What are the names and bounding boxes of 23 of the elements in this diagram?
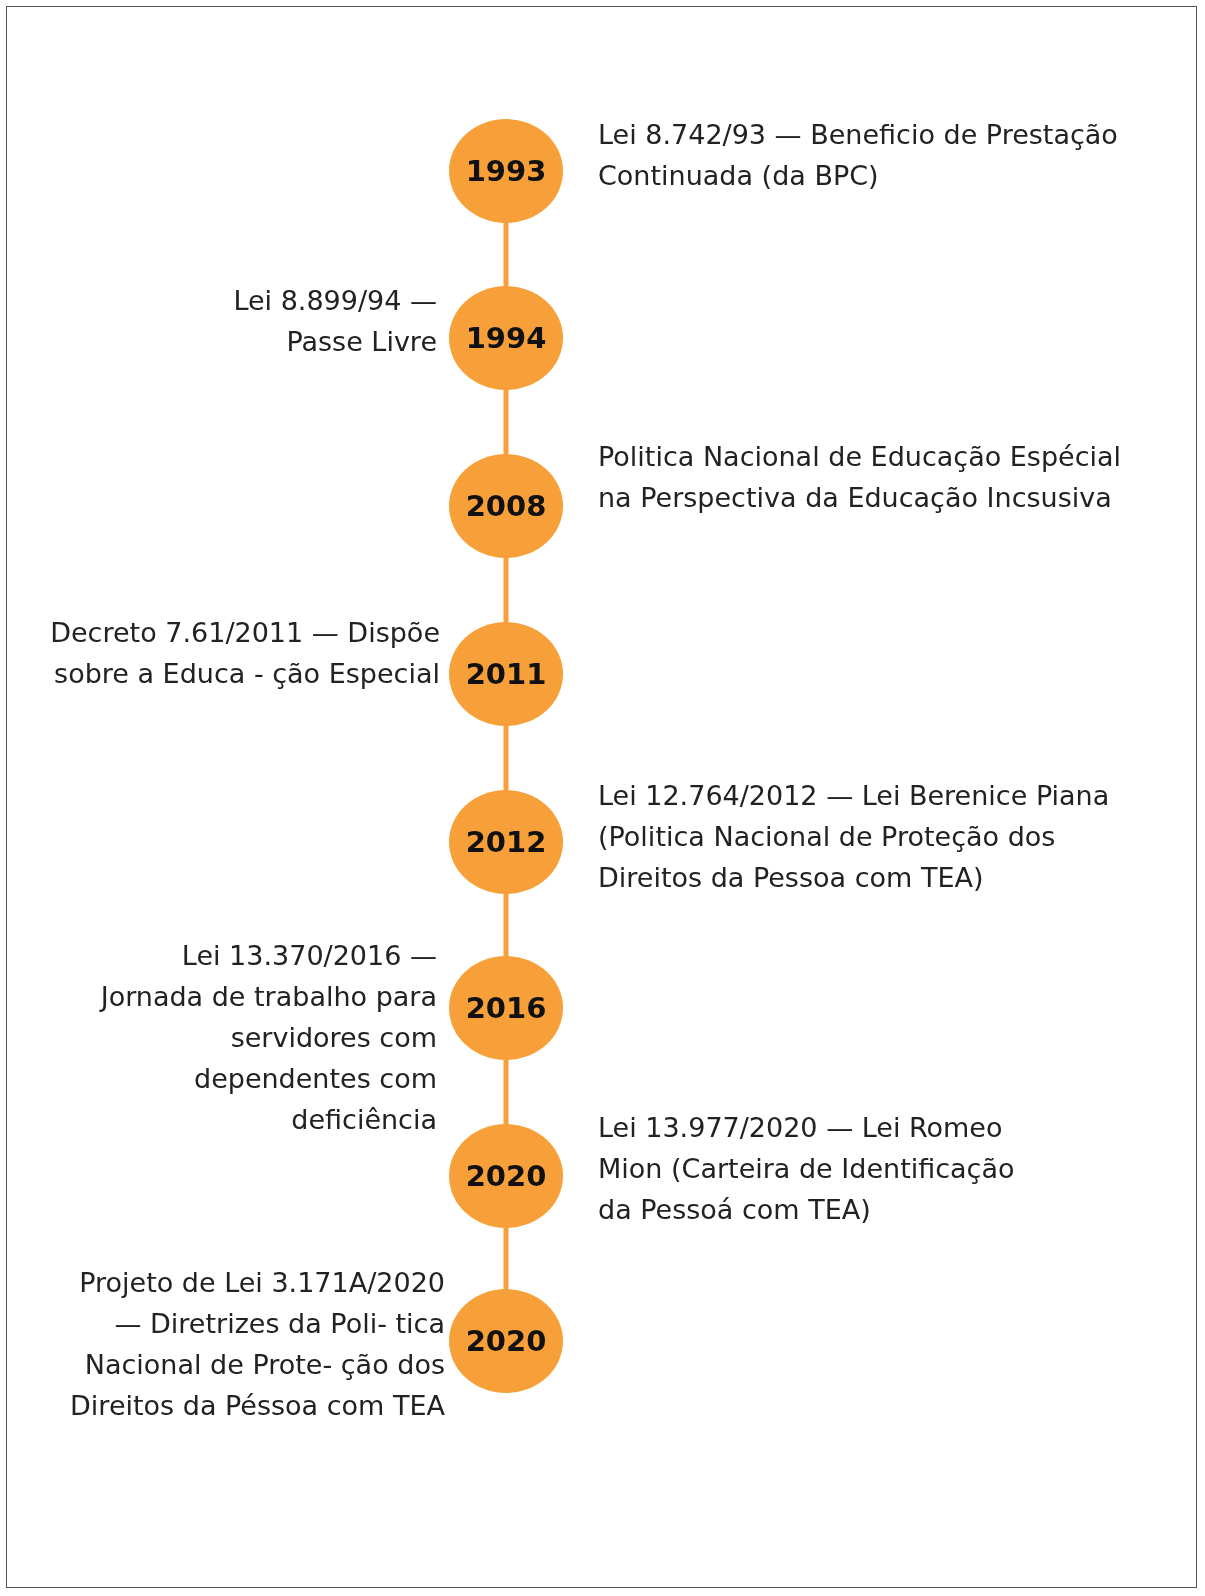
year-label: 2012: [465, 825, 547, 859]
year-label: 1994: [465, 321, 547, 355]
event-description: Lei 8.742/93 — Beneficio de Prestação Continuada (da BPC): [598, 118, 1118, 193]
year-label: 2016: [465, 991, 547, 1025]
event-description: Lei 12.764/2012 — Lei Berenice Piana (Politica Nacional de Proteção dos Direitos da Pessoa com TEA): [598, 779, 1111, 895]
year-label: 1993: [465, 154, 547, 188]
timeline-connector: [503, 1228, 509, 1289]
event-description: Lei 13.977/2020 — Lei Romeo Mion (Carteira de Identificação da Pessoá com TEA): [598, 1111, 1016, 1227]
year-label: 2020: [465, 1159, 547, 1193]
event-description: Projeto de Lei 3.171A/2020 — Diretrizes da Poli- tica Nacional de Prote- ção dos Direitos da Péssoa com TEA: [69, 1266, 445, 1423]
year-label: 2008: [465, 489, 547, 523]
timeline-connector: [503, 223, 509, 286]
event-description: Lei 8.899/94 — Passe Livre: [232, 284, 437, 359]
timeline-connector: [503, 558, 509, 622]
timeline-connector: [503, 390, 509, 454]
year-label: 2020: [465, 1324, 547, 1358]
event-description: Politica Nacional de Educação Espécial na Perspectiva da Educação Incsusiva: [598, 440, 1123, 515]
event-description: Lei 13.370/2016 — Jornada de trabalho para servidores com dependentes com deficiência: [98, 939, 437, 1137]
year-label: 2011: [465, 657, 547, 691]
timeline-connector: [503, 726, 509, 790]
timeline-connector: [503, 894, 509, 956]
timeline-connector: [503, 1060, 509, 1124]
event-description: Decreto 7.61/2011 — Dispõe sobre a Educa - ção Especial: [49, 616, 440, 691]
